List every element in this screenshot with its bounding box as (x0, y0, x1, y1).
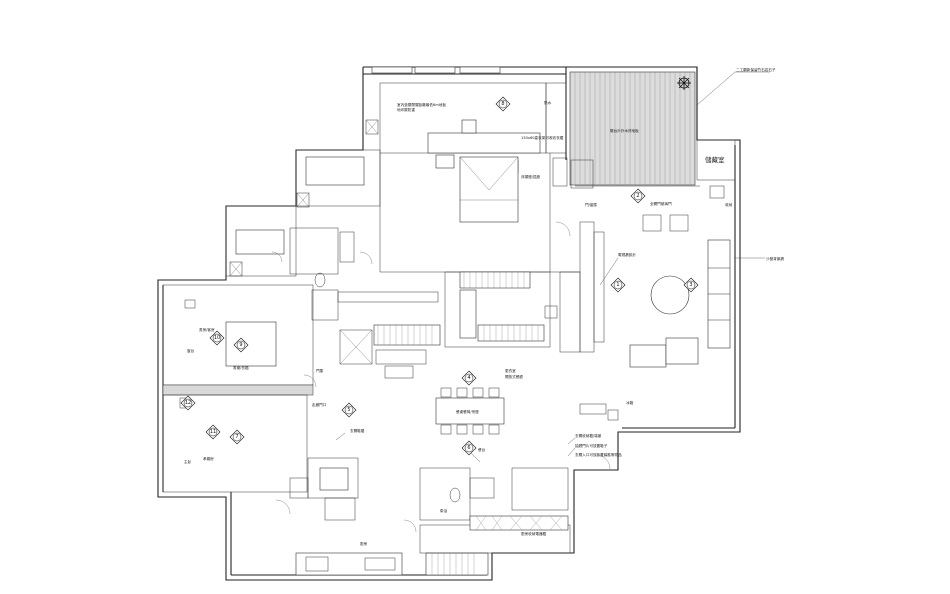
marker-7-text: 7 (235, 434, 238, 440)
living-room: 沙發背景牆 電視牆設計 全開門玻璃門 門/窗簾 冰箱 (575, 185, 784, 421)
door2-label: 門簾 (316, 368, 324, 373)
dining-note-label: 餐台 (478, 447, 486, 452)
shoe-label: 玄關鞋櫃 (350, 428, 365, 433)
leader-lines (335, 257, 619, 463)
marker-4-text: 4 (467, 375, 470, 381)
sofa-wall-label: 沙發背景牆 (766, 256, 784, 261)
bedroom-2 (295, 119, 381, 208)
dining-table-label: 餐桌餐椅/吊燈 (456, 409, 479, 414)
kitchen-area: 廚房收納電器櫃 玄關收納櫃/端景 抽屜門片可放置鞋子 玄關入口可放放置鑰匙等物品… (289, 433, 622, 576)
sliding-door-label: 全開門玻璃門 (650, 201, 672, 206)
kids-room-label: 書房/客房 (199, 327, 215, 332)
room-markers: 1 2 3 4 5 6 7 (180, 96, 699, 456)
entry-note-label: 玄關收納櫃/端景 (575, 433, 602, 438)
marker-8: 8 (495, 96, 511, 112)
living-tv-label: 電視牆設計 (618, 252, 636, 257)
study-room: 書房/客房 窗台 書桌/衣櫃 門簾 (162, 284, 339, 396)
marker-9: 9 (233, 337, 249, 353)
door-swings (271, 221, 611, 533)
fridge-label: 冰箱 (626, 400, 634, 405)
marker-6: 6 (461, 440, 477, 456)
master-ceiling-label-2: 地坪層防重 (397, 107, 415, 112)
marker-12-text: 12 (185, 400, 191, 406)
balcony-floor-label: 陽台戶外木材地板 (610, 128, 639, 133)
marker-8-text: 8 (501, 101, 504, 107)
balcony-plant-label: 二工翻新保留竹石岩石子 (736, 67, 776, 72)
marker-4: 4 (461, 370, 477, 386)
marker-11: 11 (205, 424, 221, 440)
marker-2: 2 (630, 188, 646, 204)
marker-5-text: 5 (347, 407, 350, 413)
vanity-label: 更衣室 (505, 368, 516, 373)
entry-detail-label: 抽屜門片可放置鞋子 (575, 443, 608, 448)
marker-10-text: 10 (214, 335, 220, 341)
balcony: 陽台戶外木材地板 二工翻新保留竹石岩石子 (569, 67, 776, 186)
study-label: 孝親房 (203, 456, 214, 461)
marker-11-text: 11 (210, 429, 216, 435)
master-ceiling-label: 室內墊層間層距離最低6m地板 (397, 102, 446, 107)
bath2-label: 主臥 (184, 459, 192, 464)
marker-3-text: 3 (689, 282, 692, 288)
dining-wall-label: 開放式餐廳 (505, 374, 523, 379)
storage-room: 儲藏室 收納 (696, 139, 736, 207)
marker-5: 5 (341, 402, 357, 418)
storage-note: 收納 (725, 202, 733, 207)
marker-2-text: 2 (636, 193, 639, 199)
water-heater-label: 熱水 (544, 100, 552, 105)
marker-3: 3 (683, 277, 699, 293)
entry-detail-2-label: 玄關入口可放放置鑰匙等物品 (575, 452, 622, 457)
door-label: 門/窗簾 (585, 202, 597, 207)
bath-note-label: 衛浴 (440, 508, 448, 513)
marker-7: 7 (229, 429, 245, 445)
wardrobe-label: 130x60高衣架可收收衣櫃 (521, 135, 564, 140)
marker-6-text: 6 (467, 445, 470, 451)
plant-icon (677, 76, 691, 90)
storage-room-label: 儲藏室 (705, 155, 725, 164)
study-desk-label: 書桌/衣櫃 (233, 365, 249, 370)
kitchen-storage-label: 廚房收納電器櫃 (521, 531, 547, 536)
marker-1: 1 (610, 277, 626, 293)
kitchen-note-label: 廚房 (360, 541, 368, 546)
master-bedroom: 室內墊層間層距離最低6m地板 地坪層防重 130x60高衣架可收收衣櫃 床頭燈/… (371, 66, 594, 273)
bedside-label: 床頭燈/插座 (521, 174, 541, 179)
marker-10: 10 (209, 330, 225, 346)
marker-1-text: 1 (616, 282, 619, 288)
wardrobe-strip: 更衣室 開放式餐廳 (337, 221, 605, 379)
corridor-label: 走廊門口 (312, 402, 327, 407)
dining-area: 餐桌餐椅/吊燈 餐台 玄關鞋櫃 (350, 387, 505, 452)
bedroom-3 (225, 205, 355, 288)
marker-9-text: 9 (239, 342, 242, 348)
marker-12: 12 (180, 395, 196, 411)
kids-detail-label: 窗台 (187, 348, 195, 353)
